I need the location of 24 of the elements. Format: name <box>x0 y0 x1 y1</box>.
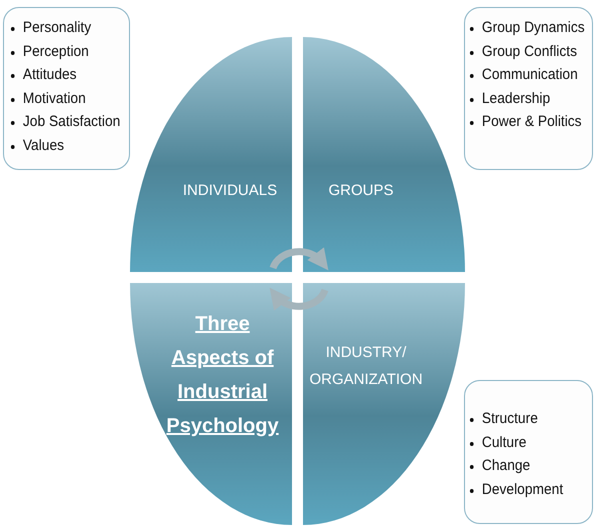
bullet-item: Structure <box>469 407 582 430</box>
bullet-item: Attitudes <box>10 63 120 86</box>
title-text: Three Aspects of Industrial Psychology <box>165 312 280 439</box>
bullet-item: Group Conflicts <box>469 40 582 63</box>
bullet-item: Power & Politics <box>469 110 582 134</box>
list-card <box>464 380 593 524</box>
curved-arrow <box>269 288 328 311</box>
bullet-item: Leadership <box>469 86 582 110</box>
bullet-item: Perception <box>10 40 120 63</box>
bullet-item: Job Satisfaction <box>10 110 120 134</box>
bullet-item: Communication <box>469 63 582 86</box>
list-card <box>3 7 130 170</box>
bullet-item: Change <box>469 454 582 478</box>
bullet-item: Culture <box>469 430 582 454</box>
quadrant-label: INDIVIDUALS <box>182 181 278 201</box>
quadrant-label: INDUSTRY/ ORGANIZATION <box>308 343 424 390</box>
bullet-item: Motivation <box>10 86 120 110</box>
bullet-item: Group Dynamics <box>469 16 582 40</box>
quadrant-label: GROUPS <box>327 181 394 201</box>
bullet-item: Development <box>469 478 582 501</box>
bullet-item: Values <box>10 134 120 157</box>
bullet-item: Personality <box>10 16 120 40</box>
curved-arrow <box>270 247 329 270</box>
list-card <box>464 7 593 170</box>
